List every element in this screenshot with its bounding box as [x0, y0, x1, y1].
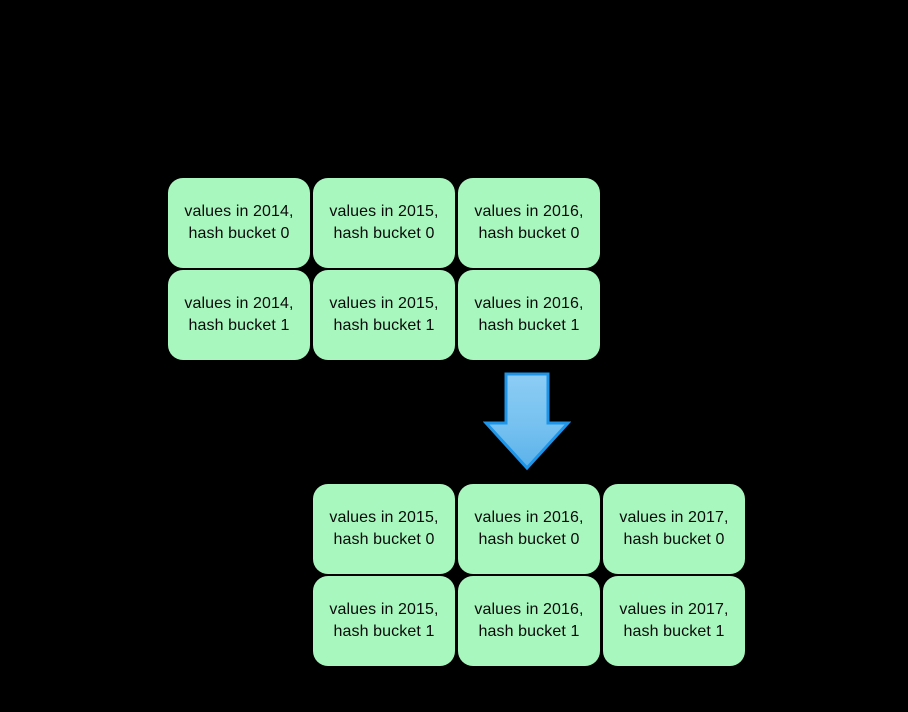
- bucket-box-label: values in 2015, hash bucket 0: [329, 203, 439, 242]
- bucket-box-label: values in 2016, hash bucket 1: [474, 295, 584, 334]
- bucket-box-label: values in 2016, hash bucket 1: [474, 601, 584, 640]
- bucket-box-2017-1-after: values in 2017, hash bucket 1: [603, 576, 745, 666]
- bucket-box-2015-1: values in 2015, hash bucket 1: [313, 270, 455, 360]
- bucket-box-label: values in 2014, hash bucket 0: [184, 203, 294, 242]
- bucket-box-label: values in 2016, hash bucket 0: [474, 203, 584, 242]
- bucket-box-label: values in 2017, hash bucket 1: [619, 601, 729, 640]
- bucket-box-label: values in 2015, hash bucket 0: [329, 509, 439, 548]
- bucket-box-2015-0-after: values in 2015, hash bucket 0: [313, 484, 455, 574]
- bucket-box-2015-0: values in 2015, hash bucket 0: [313, 178, 455, 268]
- bucket-box-2016-0-after: values in 2016, hash bucket 0: [458, 484, 600, 574]
- after-state-grid: values in 2015, hash bucket 0 values in …: [313, 484, 745, 666]
- bucket-box-label: values in 2016, hash bucket 0: [474, 509, 584, 548]
- bucket-box-2014-1: values in 2014, hash bucket 1: [168, 270, 310, 360]
- bucket-box-label: values in 2017, hash bucket 0: [619, 509, 729, 548]
- bucket-box-label: values in 2014, hash bucket 1: [184, 295, 294, 334]
- bucket-box-2015-1-after: values in 2015, hash bucket 1: [313, 576, 455, 666]
- bucket-box-2014-0: values in 2014, hash bucket 0: [168, 178, 310, 268]
- before-state-grid: values in 2014, hash bucket 0 values in …: [168, 178, 600, 360]
- down-arrow-icon: [482, 371, 572, 471]
- bucket-box-label: values in 2015, hash bucket 1: [329, 601, 439, 640]
- bucket-box-2016-1: values in 2016, hash bucket 1: [458, 270, 600, 360]
- bucket-box-label: values in 2015, hash bucket 1: [329, 295, 439, 334]
- bucket-box-2016-0: values in 2016, hash bucket 0: [458, 178, 600, 268]
- bucket-box-2017-0-after: values in 2017, hash bucket 0: [603, 484, 745, 574]
- bucket-box-2016-1-after: values in 2016, hash bucket 1: [458, 576, 600, 666]
